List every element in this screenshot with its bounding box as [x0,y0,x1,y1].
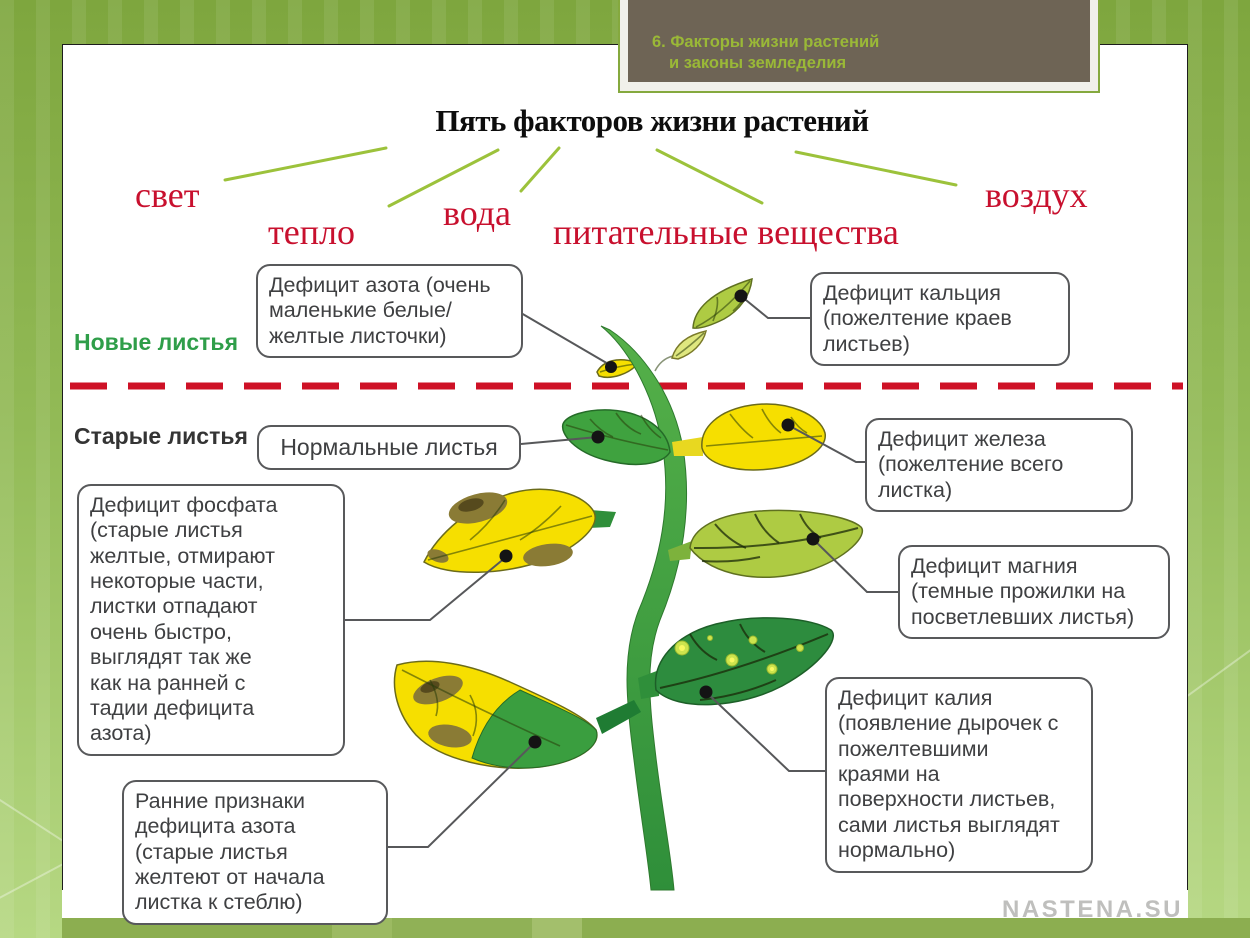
magnesium-petiole [668,541,692,561]
leaf-early-nitrogen [393,660,598,769]
iron-petiole [672,437,703,456]
plant-stem [600,325,688,891]
page-title: Пять факторов жизни растений [435,103,869,138]
leaf-normal [561,409,671,466]
factor-fan-lines [223,146,958,208]
factor-light: свет [135,175,200,215]
callout-nitrogen-deficiency: Дефицит азота (очень маленькие белые/ же… [256,264,523,359]
leaf-iron [701,403,826,471]
callout-connectors [345,295,898,848]
callout-magnesium-deficiency: Дефицит магния (темные прожилки на посве… [898,545,1170,640]
callout-phosphate-deficiency: Дефицит фосфата (старые листья желтые, о… [77,484,345,756]
callout-calcium-deficiency: Дефицит кальция (пожелтение краев листье… [810,272,1070,367]
leaf-anchor-dots [499,289,820,749]
header-title-line1: 6. Факторы жизни растений [652,32,880,51]
calcium-petiole [654,355,674,372]
factor-nutrients: питательные вещества [553,212,899,252]
callout-normal-leaves: Нормальные листья [257,425,521,471]
factor-heat: тепло [268,212,355,252]
watermark: NASTENA.SU [1002,896,1184,923]
factor-air: воздух [985,175,1088,215]
callout-iron-deficiency: Дефицит железа (пожелтение всего листка) [865,418,1133,513]
callout-potassium-deficiency: Дефицит калия (появление дырочек с пожел… [825,677,1093,873]
label-old-leaves: Старые листья [74,423,248,449]
label-new-leaves: Новые листья [74,329,238,355]
factor-water: вода [443,193,512,233]
header-box: 6. Факторы жизни растений и законы земле… [628,0,1090,82]
leaf-potassium [654,617,834,706]
early-nitrogen-petiole [596,700,641,734]
callout-early-nitrogen-deficiency: Ранние признаки дефицита азота (старые л… [122,780,388,925]
leaf-phosphate [423,488,616,573]
leaf-magnesium [689,509,864,579]
header-plate: 6. Факторы жизни растений и законы земле… [618,0,1100,93]
header-title-line2: и законы земледелия [669,53,847,72]
